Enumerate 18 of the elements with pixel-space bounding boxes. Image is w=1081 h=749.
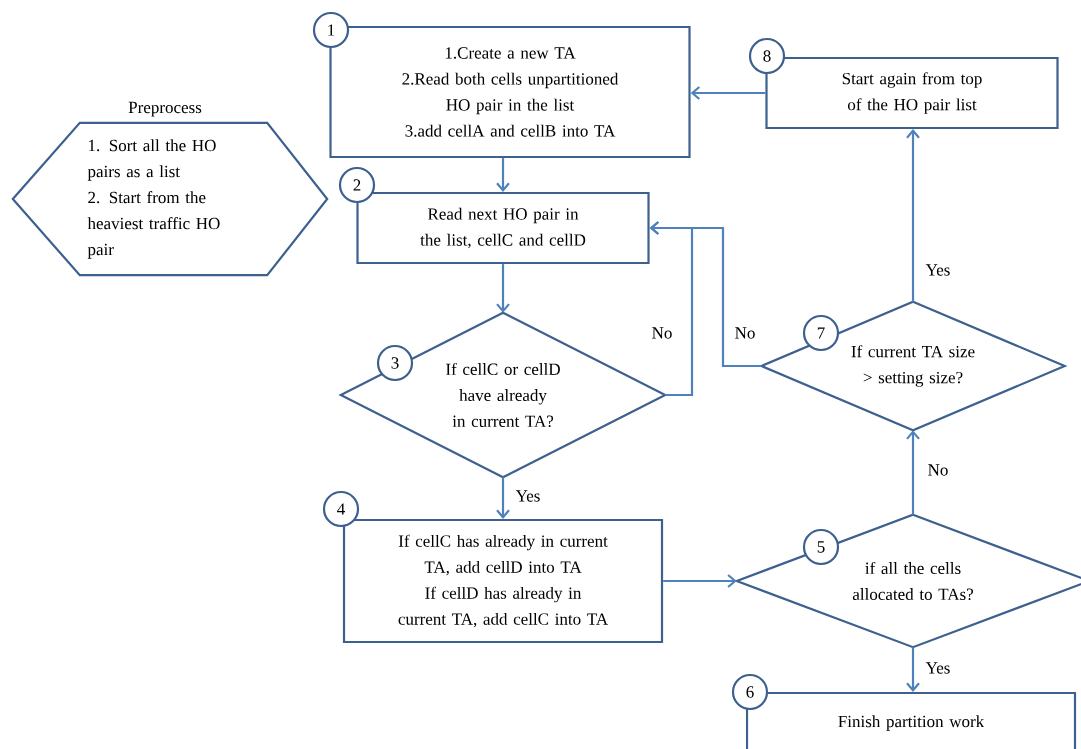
arrow xyxy=(906,647,920,692)
arrow xyxy=(496,477,510,519)
process-box: Read next HO pair in the list, cellC and cellD xyxy=(356,191,650,265)
arrow xyxy=(496,264,510,313)
arrow xyxy=(690,86,766,100)
edge-label: No xyxy=(733,326,757,340)
arrow xyxy=(906,430,920,515)
arrow xyxy=(496,158,510,192)
arrow xyxy=(663,574,737,588)
node-label: Preprocess xyxy=(128,101,202,117)
edge-label: No xyxy=(926,463,950,477)
edge-label: Yes xyxy=(514,489,542,503)
edge-label: Yes xyxy=(924,661,952,675)
edge-label: Yes xyxy=(924,263,952,277)
arrow xyxy=(649,221,762,368)
arrow xyxy=(906,129,920,302)
process-box: If cellC has already in current TA, add cellD into TA If cellD has already in current TA, add cellC into TA xyxy=(342,518,664,644)
preprocess-hexagon: 1. Sort all the HO pairs as a list 2. Start from the heaviest traffic HO pair Preprocess xyxy=(11,101,329,277)
